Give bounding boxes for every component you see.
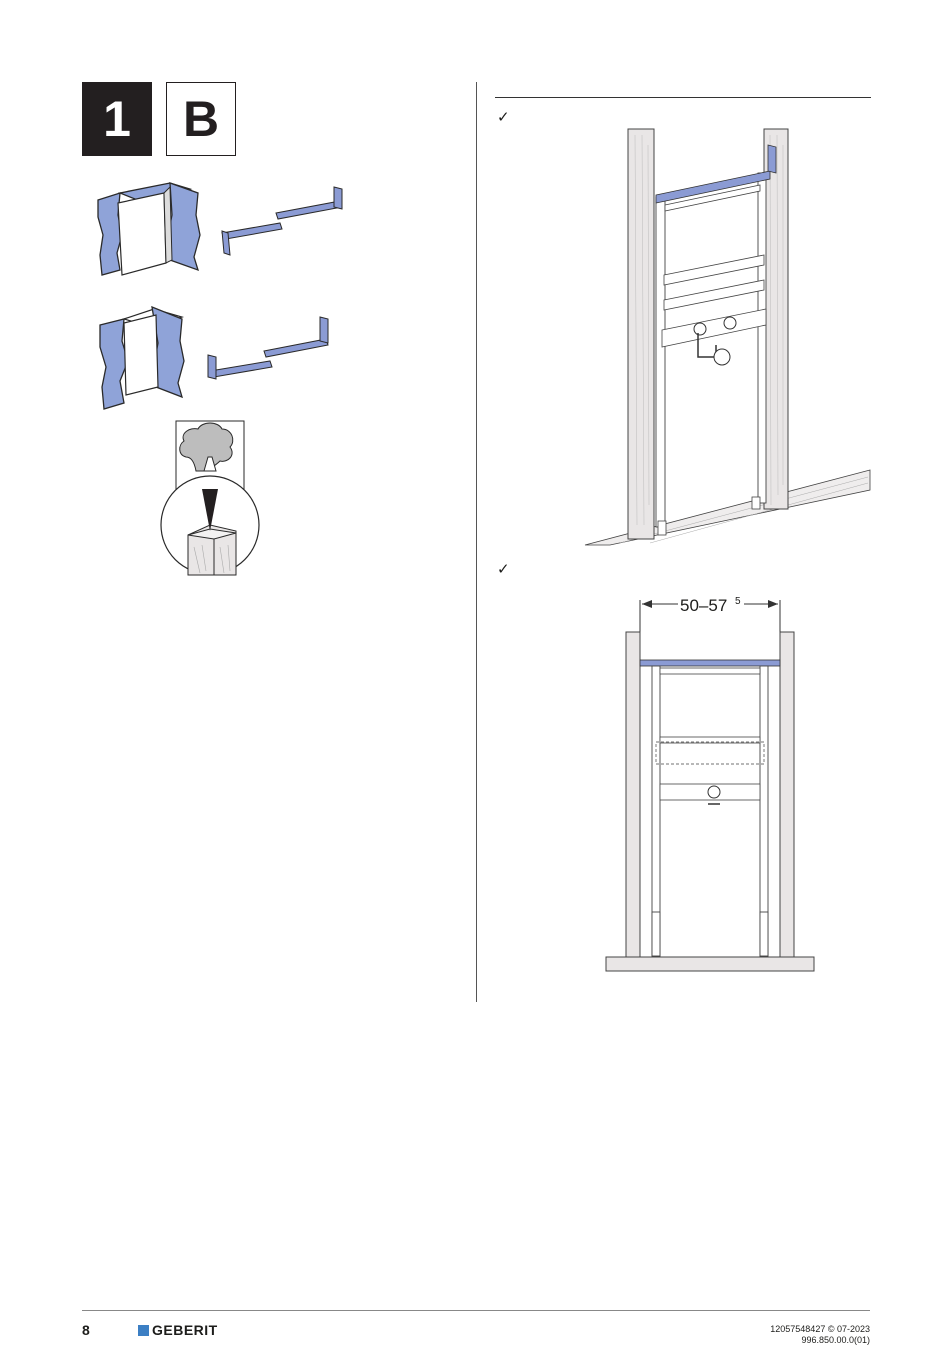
stud-assembly-top-illustration [97,182,201,276]
step-variant: B [182,91,220,147]
brand-logo: GEBERIT [138,1322,218,1338]
wood-stud-illustrations [97,182,343,576]
dimension-superscript: 5 [735,596,741,607]
step-variant-box: B [166,82,236,156]
bracket-pair-top-illustration [221,186,343,256]
stud-assembly-bottom-illustration [99,305,185,410]
column-divider [476,82,477,1002]
step-number-box: 1 [82,82,152,156]
document-id: 12057548427 © 07-2023 [770,1324,870,1334]
check-mark-1: ✓ [497,108,510,126]
frame-front-view-illustration: 50–57 5 [605,596,815,972]
bracket-pair-bottom-illustration [207,316,329,380]
document-reference: 996.850.00.0(01) [801,1335,870,1345]
brand-name: GEBERIT [152,1322,218,1338]
footer-rule [82,1310,870,1311]
brand-square-icon [138,1324,149,1336]
document-meta: 12057548427 © 07-2023 996.850.00.0(01) [770,1324,870,1346]
check-mark-2: ✓ [497,560,510,578]
dimension-value: 50–57 [680,596,727,615]
step-number: 1 [103,91,131,147]
page-number: 8 [82,1322,90,1338]
top-rule [495,97,871,98]
frame-perspective-illustration [584,128,871,546]
wood-stud-detail [160,475,260,576]
